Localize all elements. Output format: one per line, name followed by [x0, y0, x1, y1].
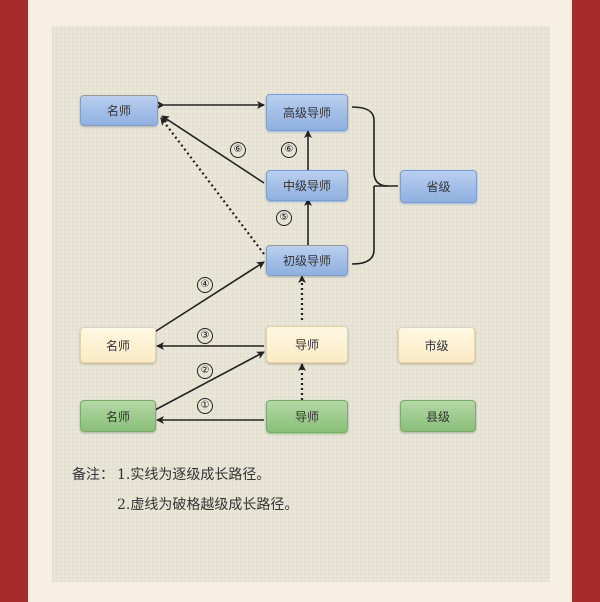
node-province-famous-teacher: 名师 — [80, 95, 158, 126]
node-city-mentor: 导师 — [266, 326, 348, 363]
note-line-2: 2.虚线为破格越级成长路径。 — [117, 497, 299, 513]
node-county-mentor: 导师 — [266, 400, 348, 433]
note-prefix: 备注： — [72, 467, 114, 483]
node-junior-mentor: 初级导师 — [266, 245, 348, 276]
node-province-level: 省级 — [400, 170, 477, 203]
node-county-famous-teacher: 名师 — [80, 400, 156, 432]
node-city-level: 市级 — [398, 327, 475, 363]
note-line-1: 1.实线为逐级成长路径。 — [117, 467, 271, 483]
step-3: ③ — [197, 328, 213, 344]
edge-junior-famous-dotted — [160, 117, 265, 255]
step-4: ④ — [197, 277, 213, 293]
step-2: ② — [197, 363, 213, 379]
province-bracket — [351, 106, 389, 265]
step-1: ① — [197, 398, 213, 414]
node-senior-mentor: 高级导师 — [266, 94, 348, 131]
edge-countyfamous-citymentor — [154, 351, 265, 411]
edge-cityfamous-junior — [152, 261, 265, 334]
step-5: ⑤ — [276, 210, 292, 226]
node-city-famous-teacher: 名师 — [80, 327, 156, 363]
node-county-level: 县级 — [400, 400, 476, 432]
edge-intermediate-famous — [161, 115, 265, 184]
step-6-lower: ⑥ — [281, 142, 297, 158]
node-intermediate-mentor: 中级导师 — [266, 170, 348, 201]
step-6-upper: ⑥ — [230, 142, 246, 158]
